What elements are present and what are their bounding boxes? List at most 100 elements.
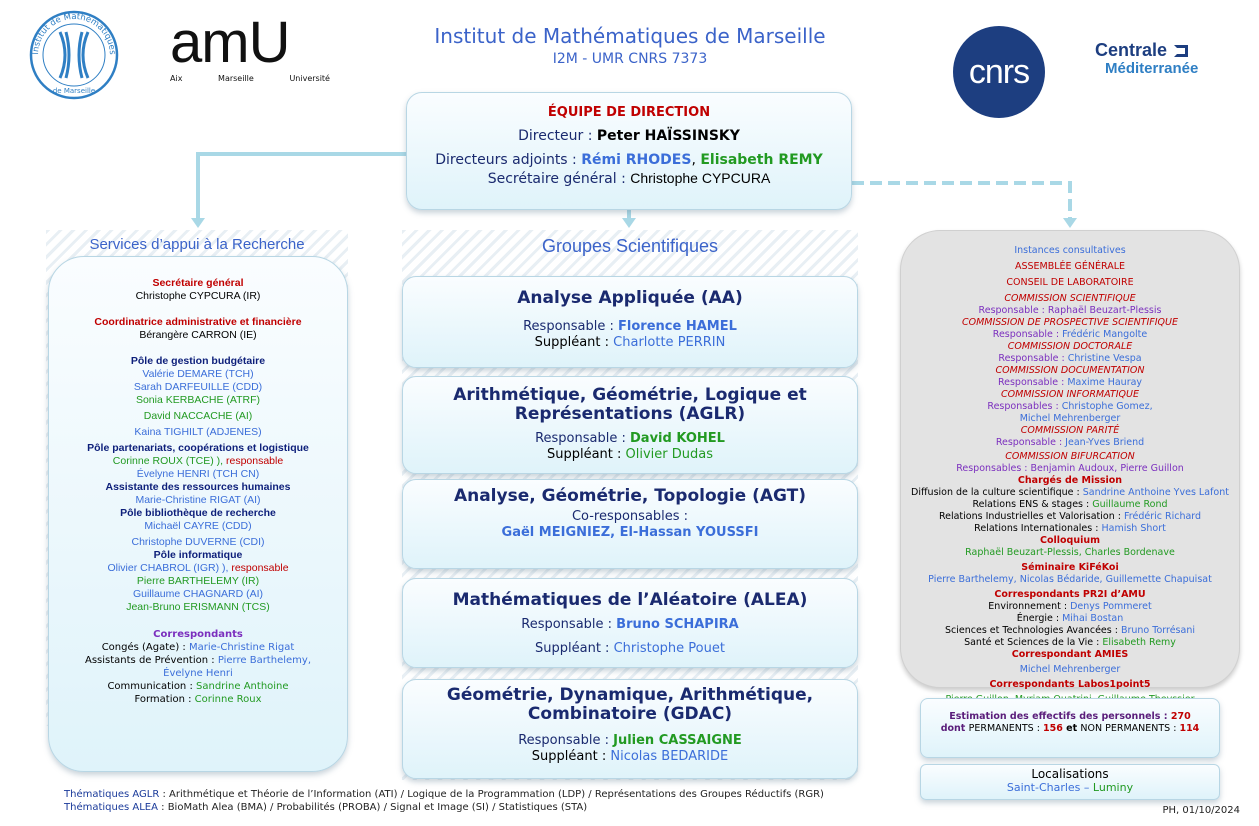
inst-cm-ind: Frédéric Richard bbox=[1124, 511, 1202, 522]
inst-cp: COMMISSION PARITÉ bbox=[1020, 425, 1120, 436]
cnrs-logo: cnrs bbox=[953, 26, 1045, 118]
group-title: Arithmétique, Géométrie, Logique et Repr… bbox=[453, 385, 807, 424]
localisations-title: Localisations bbox=[1031, 767, 1109, 781]
group-resp: Gaël MEIGNIEZ, El-Hassan YOUSSFI bbox=[501, 525, 759, 540]
centrale-line1: Centrale bbox=[1095, 40, 1168, 60]
group-resp: Julien CASSAIGNE bbox=[613, 733, 742, 748]
inst-kif: Séminaire KiFéKoi bbox=[1021, 562, 1119, 573]
group-title: Mathématiques de l’Aléatoire (ALEA) bbox=[452, 590, 808, 610]
effectifs-nonperm: 114 bbox=[1179, 723, 1200, 734]
group-supp: Charlotte PERRIN bbox=[613, 335, 726, 350]
direction-heading: ÉQUIPE DE DIRECTION bbox=[547, 105, 711, 120]
group-title: Géométrie, Dynamique, Arithmétique, Comb… bbox=[446, 685, 814, 724]
svc-budget-member: Sonia KERBACHE (ATRF) bbox=[135, 394, 261, 406]
svc-partner-role: responsable bbox=[225, 455, 284, 467]
svc-budget-member: Sarah DARFEUILLE (CDD) bbox=[133, 381, 263, 393]
secgen-line: Secrétaire général : Christophe CYPCURA bbox=[487, 170, 771, 187]
deputy-2: Elisabeth REMY bbox=[700, 152, 823, 168]
arrowhead-services bbox=[191, 218, 205, 228]
secgen-name: Christophe CYPCURA bbox=[630, 170, 771, 186]
svc-it-member: Guillaume CHAGNARD (AI) bbox=[132, 588, 264, 600]
svc-form-name: Corinne Roux bbox=[194, 694, 262, 705]
connector-to-services bbox=[196, 152, 406, 222]
footer-alea-label: Thématiques ALEA bbox=[64, 802, 158, 813]
svc-it-heading: Pôle informatique bbox=[153, 549, 243, 561]
svc-prev-names: Évelyne Henri bbox=[163, 668, 233, 679]
centrale-mark-icon bbox=[1174, 45, 1189, 58]
footer-date: PH, 01/10/2024 bbox=[1162, 805, 1240, 816]
svc-hr-name: Marie-Christine RIGAT (AI) bbox=[135, 494, 261, 506]
svc-it-role: responsable bbox=[231, 562, 289, 574]
inst-cdoc-resp: Maxime Hauray bbox=[1067, 377, 1143, 388]
inst-cs: COMMISSION SCIENTIFIQUE bbox=[1004, 293, 1136, 304]
amu-word-marseille: Marseille bbox=[218, 74, 254, 83]
svc-corr-heading: Correspondants bbox=[153, 629, 243, 640]
centrale-logo: Centrale Méditerranée bbox=[1095, 40, 1225, 90]
inst-cm-diff: Sandrine Anthoine Yves Lafont bbox=[1082, 487, 1229, 498]
inst-coll-names: Raphaël Beuzart-Plessis, Charles Bordena… bbox=[965, 547, 1175, 558]
inst-cb: COMMISSION BIFURCATION bbox=[1005, 451, 1135, 462]
svc-lib-heading: Pôle bibliothèque de recherche bbox=[120, 507, 276, 519]
inst-pr2i-env: Denys Pommeret bbox=[1070, 601, 1152, 612]
effectifs-box: Estimation des effectifs des personnels … bbox=[920, 698, 1220, 758]
svc-secgen-heading: Secrétaire général bbox=[152, 277, 244, 289]
svc-budget-member: Kaina TIGHILT (ADJENES) bbox=[134, 426, 262, 438]
page-title: Institut de Mathématiques de Marseille bbox=[434, 24, 826, 48]
services-box: Secrétaire général Christophe CYPCURA (I… bbox=[48, 256, 348, 772]
group-supp: Christophe Pouet bbox=[613, 641, 725, 656]
direction-box: ÉQUIPE DE DIRECTION Directeur : Peter HA… bbox=[406, 92, 852, 210]
instances-box: Instances consultatives ASSEMBLÉE GÉNÉRA… bbox=[900, 230, 1240, 705]
inst-cdoc: COMMISSION DOCUMENTATION bbox=[995, 365, 1145, 376]
group-resp-label: Co-responsables : bbox=[571, 509, 689, 524]
inst-cm-int: Hamish Short bbox=[1101, 523, 1166, 534]
inst-cm: Chargés de Mission bbox=[1017, 475, 1123, 486]
arrowhead-instances bbox=[1063, 218, 1077, 228]
svc-coord-name: Bérangère CARRON (IE) bbox=[139, 329, 257, 341]
loc-site-2: Luminy bbox=[1092, 781, 1134, 794]
group-title: Analyse, Géométrie, Topologie (AGT) bbox=[453, 486, 807, 506]
inst-pr2i-sv: Elisabeth Remy bbox=[1102, 637, 1176, 648]
svc-it-member: Pierre BARTHELEMY (IR) bbox=[136, 575, 260, 587]
group-card-aglr: Arithmétique, Géométrie, Logique et Repr… bbox=[402, 376, 858, 474]
inst-title: Instances consultatives bbox=[1014, 245, 1126, 256]
group-title: Analyse Appliquée (AA) bbox=[517, 288, 743, 308]
amu-word-universite: Université bbox=[289, 74, 330, 83]
svc-it-member: Olivier CHABROL (IGR) ), bbox=[107, 562, 232, 574]
amu-mark: amU bbox=[170, 10, 290, 75]
svc-budget-heading: Pôle de gestion budgétaire bbox=[130, 355, 266, 367]
inst-coll: Colloquium bbox=[1039, 535, 1101, 546]
footer-aglr-label: Thématiques AGLR bbox=[64, 789, 160, 800]
group-resp: Bruno SCHAPIRA bbox=[616, 617, 739, 632]
inst-ci-resp2: Michel Mehrenberger bbox=[1019, 413, 1121, 424]
svc-it-member: Jean-Bruno ERISMANN (TCS) bbox=[126, 601, 270, 613]
loc-site-1: Saint-Charles bbox=[1006, 781, 1081, 794]
group-card-agt: Analyse, Géométrie, Topologie (AGT) Co-r… bbox=[402, 479, 858, 569]
deputies-line: Directeurs adjoints : Rémi RHODES, Elisa… bbox=[435, 152, 823, 168]
inst-kif-names: Pierre Barthelemy, Nicolas Bédaride, Gui… bbox=[928, 574, 1212, 585]
groups-title: Groupes Scientifiques bbox=[541, 236, 719, 256]
svc-hr-heading: Assistante des ressources humaines bbox=[105, 481, 291, 493]
inst-cl: CONSEIL DE LABORATOIRE bbox=[1006, 277, 1134, 288]
effectifs-perm: 156 bbox=[1042, 723, 1063, 734]
localisations-box: Localisations Saint-Charles – Luminy bbox=[920, 764, 1220, 800]
group-card-aa: Analyse Appliquée (AA) Responsable : Flo… bbox=[402, 276, 858, 368]
group-resp: David KOHEL bbox=[630, 431, 725, 446]
svc-partner-member: Corinne ROUX (TCE) ), bbox=[112, 455, 226, 467]
inst-cps-resp: Frédéric Mangolte bbox=[1062, 329, 1148, 340]
footer-notes: Thématiques AGLR : Arithmétique et Théor… bbox=[64, 789, 824, 813]
inst-ci-resp: Christophe Gomez, bbox=[1061, 401, 1153, 412]
svc-lib-member: Christophe DUVERNE (CDI) bbox=[131, 536, 265, 548]
inst-pr2i-sta: Bruno Torrésani bbox=[1120, 625, 1195, 636]
inst-amies-name: Michel Mehrenberger bbox=[1019, 664, 1121, 675]
connector-to-instances bbox=[852, 181, 1072, 222]
svc-lib-member: Michaël CAYRE (CDD) bbox=[144, 520, 252, 532]
amu-logo: amU Aix Marseille Université bbox=[170, 14, 340, 90]
svc-prev-names: Pierre Barthelemy, bbox=[217, 655, 311, 666]
svc-conges-name: Marie-Christine Rigat bbox=[188, 642, 295, 653]
inst-cps: COMMISSION DE PROSPECTIVE SCIENTIFIQUE bbox=[962, 317, 1178, 328]
effectifs-total: 270 bbox=[1170, 711, 1191, 722]
group-supp: Nicolas BEDARIDE bbox=[610, 749, 729, 764]
svc-coord-heading: Coordinatrice administrative et financiè… bbox=[94, 316, 302, 328]
inst-amies: Correspondant AMIES bbox=[1011, 649, 1129, 660]
